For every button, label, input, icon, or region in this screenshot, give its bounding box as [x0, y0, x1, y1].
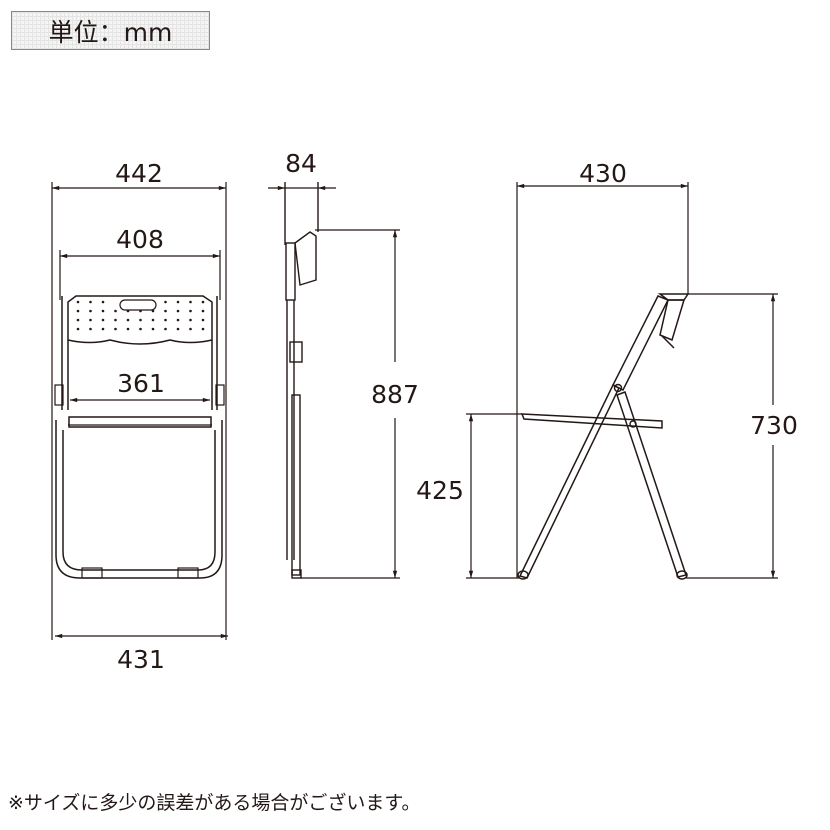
perforation-dot	[189, 309, 192, 313]
perforation-dot	[114, 318, 117, 322]
open-side-view-chair	[517, 293, 690, 580]
dim-label-depth: 430	[579, 159, 627, 188]
size-tolerance-note: ※サイズに多少の誤差がある場合がございます。	[8, 792, 421, 814]
perforation-dot	[76, 327, 80, 331]
dim-label-height: 730	[750, 411, 798, 440]
perforation-dot	[201, 327, 205, 331]
perforation-dot	[101, 309, 105, 313]
perforation-dot	[76, 300, 80, 304]
dim-label-folded-depth: 84	[285, 149, 317, 178]
perforation-dot	[139, 327, 142, 331]
perforation-dot	[201, 318, 205, 322]
perforation-dot	[76, 318, 80, 322]
unit-label-text: 単位：mm	[48, 17, 173, 47]
dim-label-base-width: 431	[117, 645, 165, 674]
perforation-dot	[89, 300, 92, 304]
perforation-dot	[89, 309, 92, 313]
perforation-dot	[176, 300, 180, 304]
dim-label-overall-height: 887	[371, 380, 419, 409]
perforation-dot	[164, 309, 167, 313]
perforation-dot	[126, 327, 130, 331]
perforation-dot	[176, 327, 180, 331]
perforation-dot	[176, 318, 180, 322]
dim-label-overall-width: 442	[115, 159, 163, 188]
perforation-dot	[76, 309, 80, 313]
perforation-dot	[89, 318, 92, 322]
folded-side-view-chair	[284, 182, 319, 579]
perforation-dot	[164, 327, 167, 331]
perforation-dot	[151, 309, 155, 313]
dim-label-back-width: 408	[116, 225, 164, 254]
unit-label: 単位：mm	[11, 11, 210, 50]
perforation-dot	[189, 318, 192, 322]
perforation-dot	[101, 327, 105, 331]
perforation-dot	[126, 309, 130, 313]
perforation-dot	[101, 300, 105, 304]
dim-label-seat-width: 361	[117, 369, 165, 398]
perforation-dot	[201, 309, 205, 313]
perforation-dot	[176, 309, 180, 313]
perforation-dot	[114, 327, 117, 331]
perforation-dot	[89, 327, 92, 331]
perforation-dot	[151, 318, 155, 322]
perforation-dot	[139, 309, 142, 313]
perforation-dot	[151, 327, 155, 331]
dim-label-seat-height: 425	[416, 476, 464, 505]
perforation-dot	[189, 327, 192, 331]
perforation-dot	[126, 318, 130, 322]
perforation-dot	[164, 318, 167, 322]
perforation-dot	[101, 318, 105, 322]
perforation-dot	[164, 300, 167, 304]
perforation-dot	[201, 300, 205, 304]
front-view-chair	[51, 182, 227, 640]
perforation-dot	[139, 318, 142, 322]
perforation-dot	[114, 309, 117, 313]
perforation-dot	[189, 300, 192, 304]
